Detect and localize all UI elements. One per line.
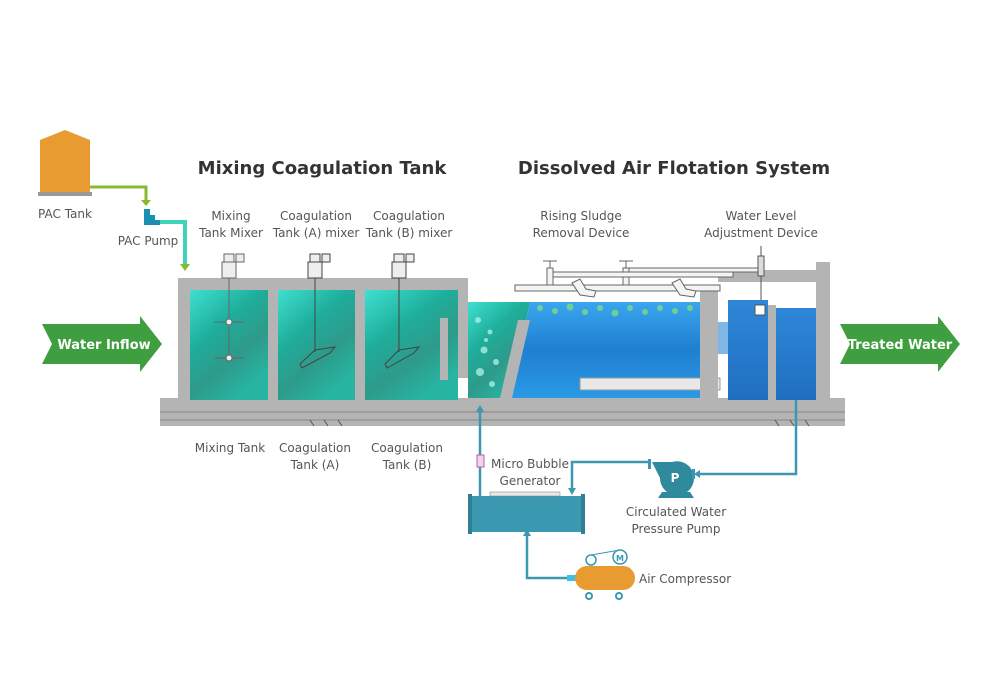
outlet-collector-pipe xyxy=(579,377,721,391)
coagulation-tank-a-water xyxy=(278,290,355,400)
svg-text:Tank (B) mixer: Tank (B) mixer xyxy=(365,226,453,240)
floating-sludge-layer xyxy=(537,303,693,317)
tank-a-label-l1: Coagulation xyxy=(279,441,351,455)
mixer2-label-l1: Coagulation xyxy=(280,209,352,223)
water-inflow-arrow: Water Inflow xyxy=(42,316,162,372)
sludge-label-l1: Rising Sludge xyxy=(540,209,621,223)
svg-text:Coagulation: Coagulation xyxy=(373,209,445,223)
mixing-tank-mixer-icon xyxy=(214,253,245,362)
svg-text:Tank (A) mixer: Tank (A) mixer xyxy=(272,226,360,240)
pac-feed-line xyxy=(90,185,148,200)
micro-bubbles xyxy=(475,317,499,387)
pac-dosing-arrow-icon xyxy=(180,264,190,271)
micro-bubble-generator-icon xyxy=(468,491,585,534)
svg-text:Coagulation: Coagulation xyxy=(280,209,352,223)
treated-water-arrow: Treated Water xyxy=(840,316,960,372)
daf-system-title: Dissolved Air Flotation System xyxy=(518,158,830,179)
tank-b-label-l1: Coagulation xyxy=(371,441,443,455)
pac-tank-label: PAC Tank xyxy=(38,207,92,221)
level-chamber-water-b xyxy=(776,308,816,400)
recirculation-piping xyxy=(478,400,798,580)
foundation-slab xyxy=(160,398,845,427)
level-weir xyxy=(768,305,776,400)
level-chamber-water-a xyxy=(728,300,768,400)
mixing-tank-structure xyxy=(178,278,468,400)
svg-text:Water Inflow: Water Inflow xyxy=(57,338,150,353)
level-label-l1: Water Level xyxy=(726,209,797,223)
pressure-pump-icon: P xyxy=(648,459,695,498)
svg-text:P: P xyxy=(671,471,680,485)
pac-pump-label: PAC Pump xyxy=(118,234,179,248)
mixer3-label-l1: Coagulation xyxy=(373,209,445,223)
baffle-wall xyxy=(440,318,448,380)
pump-inlet-arrow-icon xyxy=(694,470,700,478)
svg-text:Rising Sludge: Rising Sludge xyxy=(540,209,621,223)
svg-text:Water Level: Water Level xyxy=(726,209,797,223)
mixing-tank-label: Mixing Tank xyxy=(195,441,265,455)
tank-b-label-l2: Tank (B) xyxy=(382,458,432,472)
pac-feed-arrow-icon xyxy=(141,200,151,206)
valve-icon xyxy=(476,454,485,468)
air-compressor-label: Air Compressor xyxy=(639,572,731,586)
mixer2-label-l2: Tank (A) mixer xyxy=(272,226,360,240)
coagulation-a-mixer-icon xyxy=(299,253,337,369)
daf-outlet-wall xyxy=(700,285,718,400)
svg-text:M: M xyxy=(616,554,624,563)
air-compressor-icon: M xyxy=(567,549,635,600)
pac-pump-icon xyxy=(144,209,160,225)
svg-text:Treated Water: Treated Water xyxy=(848,338,953,353)
mbg-inlet-arrow-icon xyxy=(568,488,576,495)
pac-tank-icon xyxy=(38,130,92,196)
svg-text:Tank Mixer: Tank Mixer xyxy=(198,226,263,240)
air-inlet-arrow-icon xyxy=(523,529,531,536)
mixer1-label-l2: Tank Mixer xyxy=(198,226,263,240)
svg-text:Adjustment Device: Adjustment Device xyxy=(704,226,818,240)
right-end-wall xyxy=(816,262,830,400)
mixer1-label-l1: Mixing xyxy=(211,209,250,223)
water-level-adjustment-device-icon xyxy=(754,246,766,316)
mixer3-label-l2: Tank (B) mixer xyxy=(365,226,453,240)
flotation-zone-water xyxy=(510,302,700,398)
mixing-tank-title: Mixing Coagulation Tank xyxy=(198,158,448,179)
pac-dosing-line xyxy=(160,220,187,264)
mbg-label-l1: Micro Bubble xyxy=(491,457,569,471)
contact-zone-wall xyxy=(500,320,530,398)
pump-label-l2: Pressure Pump xyxy=(632,522,721,536)
svg-text:Removal Device: Removal Device xyxy=(533,226,630,240)
level-label-l2: Adjustment Device xyxy=(704,226,818,240)
bubble-injection-arrow-icon xyxy=(476,405,484,412)
pump-label-l1: Circulated Water xyxy=(626,505,726,519)
coagulation-b-mixer-icon xyxy=(384,253,421,369)
mbg-label-l2: Generator xyxy=(500,474,561,488)
sludge-label-l2: Removal Device xyxy=(533,226,630,240)
level-chamber-roof xyxy=(718,270,818,282)
tank-a-label-l2: Tank (A) xyxy=(290,458,340,472)
svg-text:Mixing: Mixing xyxy=(211,209,250,223)
